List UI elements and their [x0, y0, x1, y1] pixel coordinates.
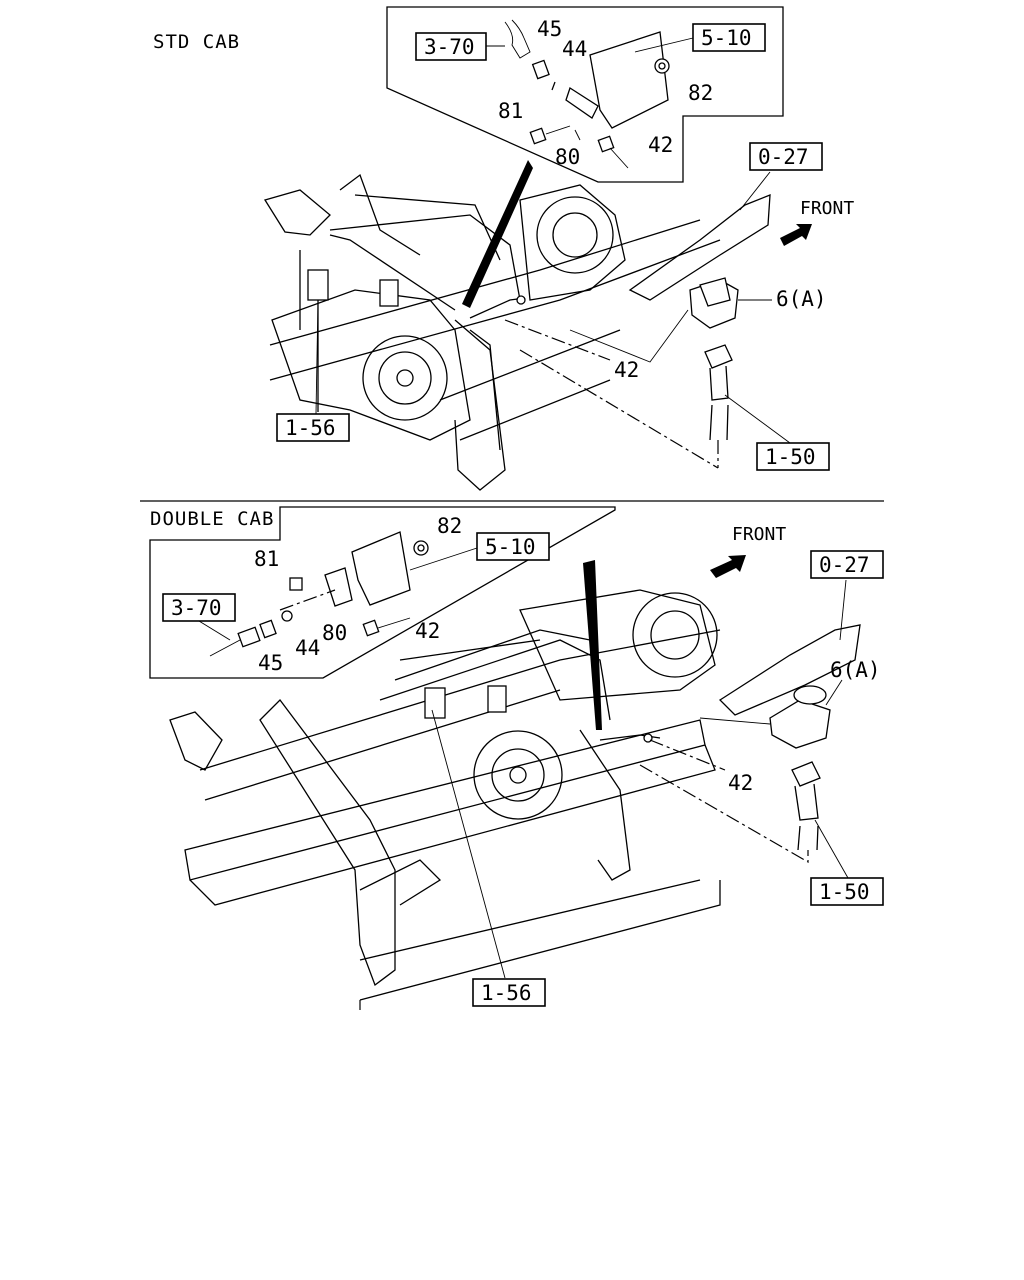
double-ref-1-56: 1-56: [481, 981, 532, 1005]
double-ref-box-1-50: [810, 877, 884, 906]
double-ref-5-10: 5-10: [485, 535, 536, 559]
std-leader-1-50: [519, 349, 719, 469]
std-part-80: 80: [555, 145, 580, 169]
double-ref-box-0-27: [810, 550, 884, 579]
double-part-81: 81: [254, 547, 279, 571]
double-ref-box-1-56: [472, 978, 546, 1007]
double-part-42-detail: 42: [415, 619, 440, 643]
std-part-45: 45: [537, 17, 562, 41]
std-ref-box-0-27: [749, 142, 823, 171]
std-cab-title: STD CAB: [153, 31, 240, 53]
double-leader-1-56: [431, 709, 506, 979]
double-ref-box-3-70: [162, 593, 236, 622]
double-part-45: 45: [258, 651, 283, 675]
double-detail-inset: [149, 506, 616, 679]
double-leader-1-50: [639, 764, 809, 864]
double-leader-6a-label: [825, 679, 843, 706]
std-callout-pointer: [462, 160, 533, 308]
double-detail-parts: [209, 531, 429, 657]
double-part-80: 80: [322, 621, 347, 645]
std-part-81: 81: [498, 99, 523, 123]
double-ref-1-50: 1-50: [819, 880, 870, 904]
std-detail-inset: [386, 6, 784, 183]
double-cab-title: DOUBLE CAB: [150, 508, 274, 530]
double-ref-box-5-10: [476, 532, 550, 561]
std-cab-section: STD CAB: [153, 6, 854, 491]
double-leader-0-27: [839, 579, 847, 641]
double-leader-6a: [699, 717, 771, 725]
std-ref-3-70: 3-70: [424, 35, 475, 59]
std-leader-42: [504, 319, 611, 361]
double-chassis-illustration: [169, 589, 721, 1010]
std-chassis-illustration: [263, 173, 721, 491]
std-front-arrow-icon: [780, 224, 812, 246]
std-leader-6a: [569, 309, 689, 363]
std-part-42: 42: [614, 358, 639, 382]
std-leader-1-50-box: [724, 394, 791, 444]
std-leader-1-56: [315, 299, 319, 415]
std-part-44: 44: [562, 37, 587, 61]
double-part-44: 44: [295, 636, 320, 660]
double-part-6a: 6(A): [830, 658, 881, 682]
std-ref-box-1-50: [756, 442, 830, 471]
std-part-42-detail: 42: [648, 133, 673, 157]
std-leader-0-27: [739, 171, 771, 211]
double-ref-3-70: 3-70: [171, 596, 222, 620]
std-part-82: 82: [688, 81, 713, 105]
double-ref-0-27: 0-27: [819, 553, 870, 577]
double-part-82: 82: [437, 514, 462, 538]
std-front-label: FRONT: [800, 198, 854, 219]
std-ref-box-3-70: [415, 32, 487, 61]
double-front-label: FRONT: [732, 524, 786, 545]
double-leader-42: [649, 739, 726, 771]
double-part-42: 42: [728, 771, 753, 795]
double-front-arrow-icon: [710, 555, 746, 578]
std-ref-0-27: 0-27: [758, 145, 809, 169]
std-ref-1-50: 1-50: [765, 445, 816, 469]
std-part-6a: 6(A): [776, 287, 827, 311]
double-leader-1-50-box: [814, 819, 849, 879]
std-ref-1-56: 1-56: [285, 416, 336, 440]
std-ref-5-10: 5-10: [701, 26, 752, 50]
double-callout-pointer: [583, 560, 602, 730]
double-right-components: [718, 624, 861, 851]
std-ref-box-5-10: [692, 23, 766, 52]
std-right-components: [628, 194, 771, 468]
std-ref-box-1-56: [276, 413, 350, 442]
double-cab-section: DOUBLE CAB FRONT: [149, 506, 884, 1010]
std-detail-parts: [504, 19, 670, 169]
